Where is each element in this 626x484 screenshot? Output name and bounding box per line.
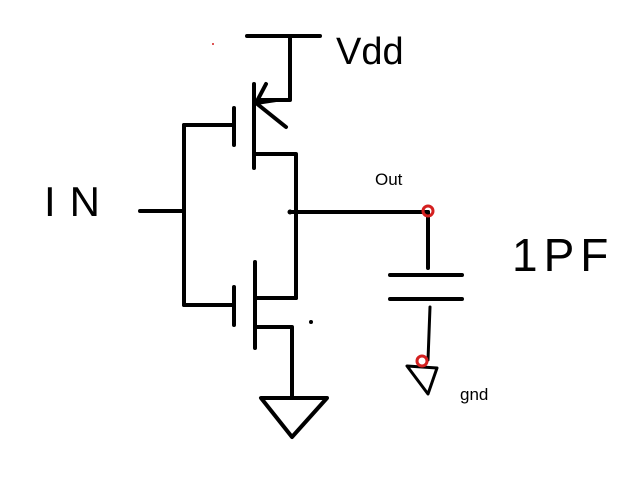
vdd-label: Vdd (336, 31, 404, 73)
capacitor-ground-symbol (405, 364, 439, 396)
capacitor (388, 210, 464, 362)
pmos-arrow-icon (254, 82, 278, 105)
input-gate-wire (138, 123, 236, 307)
capacitance-label: 1PF (512, 229, 614, 281)
node-markers (212, 43, 435, 368)
ground-node-marker (415, 354, 429, 368)
vdd-rail (245, 34, 322, 102)
output-wire (287, 209, 430, 300)
nmos-transistor (232, 260, 313, 400)
ground-symbol (259, 396, 329, 439)
pmos-transistor (182, 82, 298, 214)
output-label: Out (375, 170, 403, 189)
input-label: IN (44, 178, 114, 225)
stray-dot (212, 43, 214, 45)
ground-label: gnd (460, 385, 488, 404)
output-node-marker (421, 204, 435, 218)
